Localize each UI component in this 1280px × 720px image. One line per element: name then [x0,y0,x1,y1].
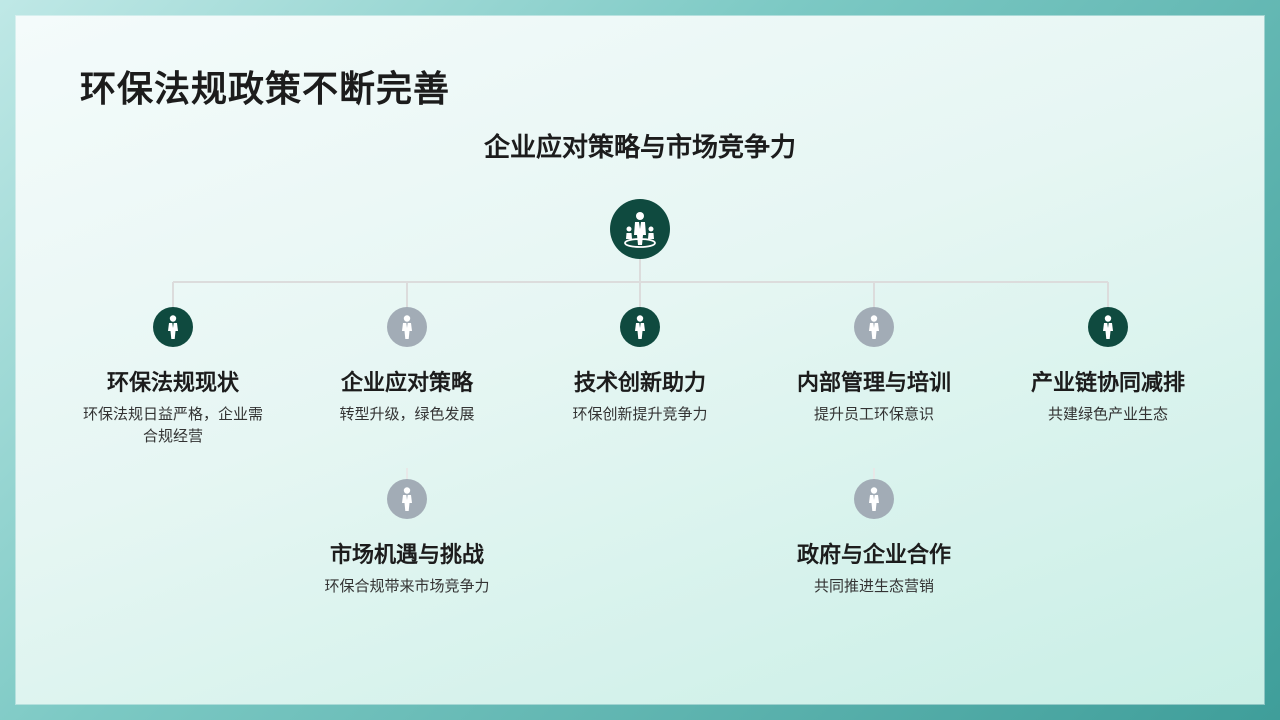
subnode-title-1: 市场机遇与挑战 [329,543,484,568]
node-title-3: 技术创新助力 [573,371,706,396]
node-desc-2: 转型升级，绿色发展 [339,405,475,423]
root-people-icon [610,199,670,259]
diagram-root-title: 企业应对策略与市场竞争力 [483,133,796,163]
slide-background [16,16,1264,704]
node-title-1: 环保法规现状 [106,371,239,396]
subnode-desc-1: 环保合规带来市场竞争力 [324,577,490,595]
node-title-2: 企业应对策略 [340,371,473,396]
page-title: 环保法规政策不断完善 [80,69,451,110]
person-icon [854,479,894,519]
subnode-title-2: 政府与企业合作 [796,543,951,568]
person-icon [153,307,193,347]
node-desc-3: 环保创新提升竞争力 [572,405,708,423]
subnode-desc-2: 共同推进生态营销 [813,577,934,595]
person-icon [854,307,894,347]
person-icon [387,307,427,347]
node-title-4: 内部管理与培训 [796,371,951,396]
person-icon [1088,307,1128,347]
node-title-5: 产业链协同减排 [1030,371,1185,396]
person-icon [387,479,427,519]
node-desc-4: 提升员工环保意识 [813,405,934,423]
person-icon [620,307,660,347]
node-desc-1: 环保法规日益严格，企业需合规经营 [82,405,263,445]
node-desc-5: 共建绿色产业生态 [1047,405,1168,423]
